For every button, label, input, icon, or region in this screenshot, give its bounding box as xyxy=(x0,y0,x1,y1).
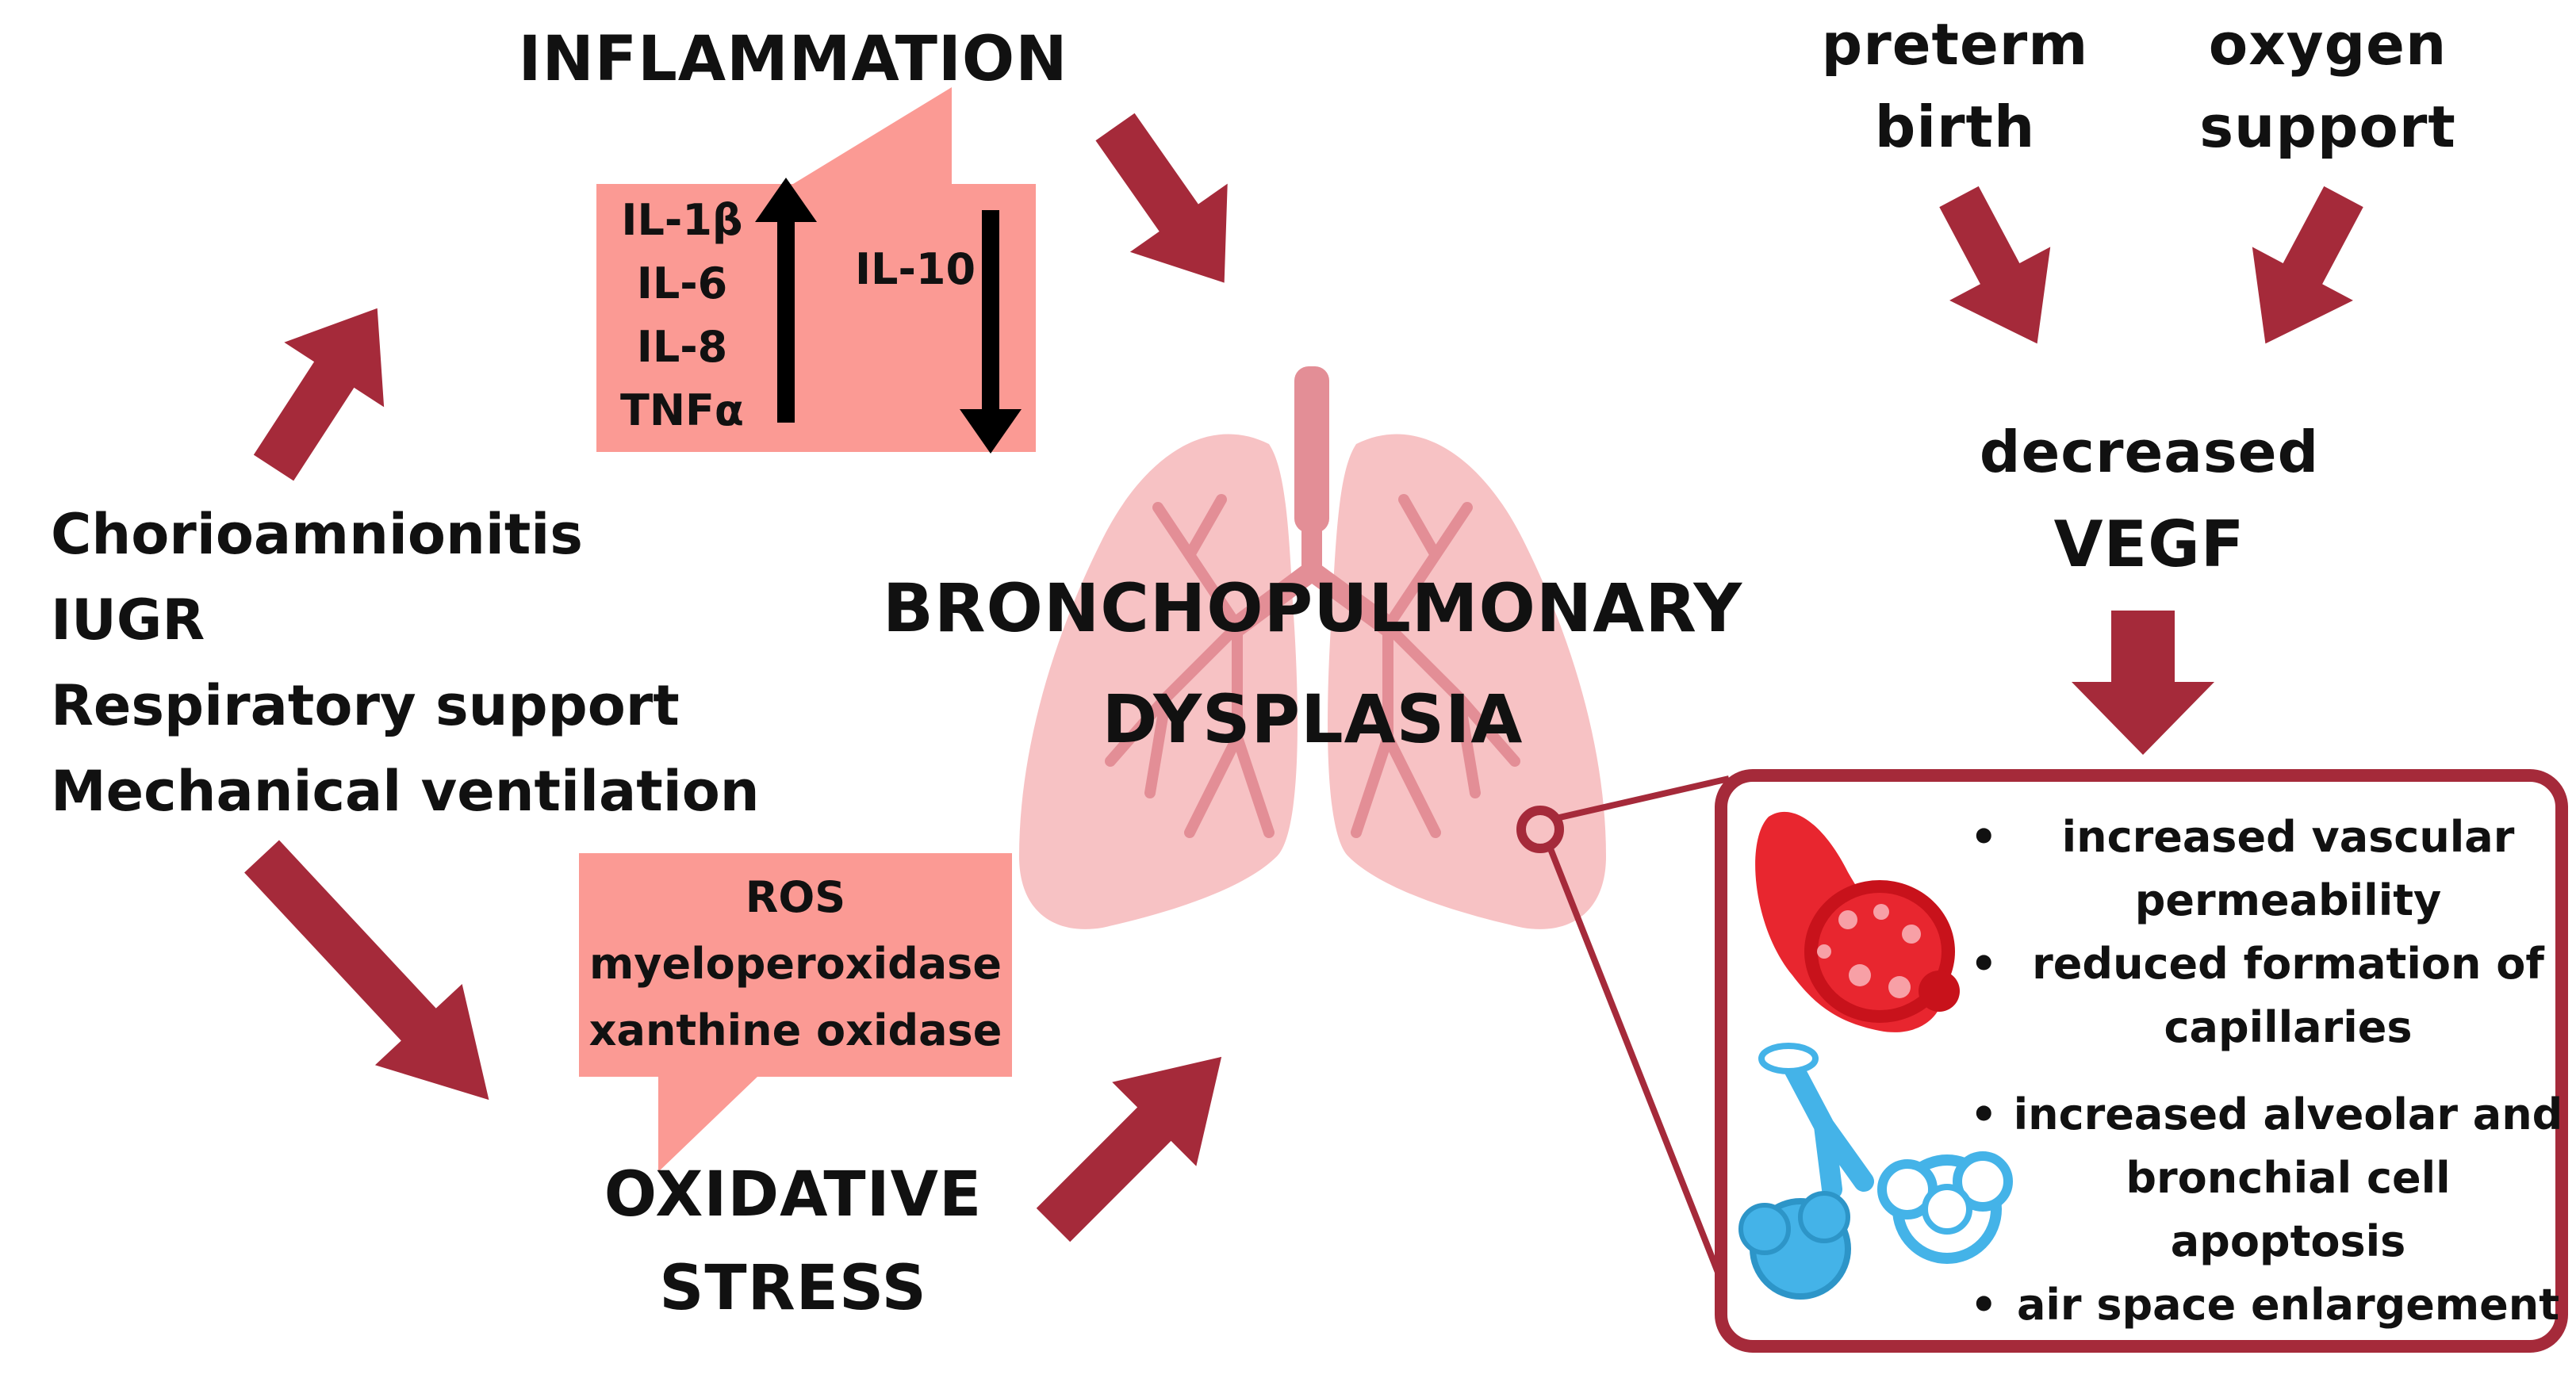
effect-capillaries-line1: reduced formation of xyxy=(2032,939,2544,989)
effect-vascular-permeability-line1: increased vascular xyxy=(2061,812,2515,862)
marker-il1b: IL-1β xyxy=(621,195,743,245)
cause-mechanical-ventilation: Mechanical ventilation xyxy=(51,759,760,824)
bullet-3: • xyxy=(1970,1089,1998,1139)
cause-respiratory-support: Respiratory support xyxy=(51,673,680,738)
blood-vessel-icon xyxy=(1755,811,1960,1032)
lungs-illustration xyxy=(1019,366,1606,929)
arrow-vegf-to-effects xyxy=(2072,611,2214,755)
trachea xyxy=(1294,366,1329,533)
marker-il6: IL-6 xyxy=(636,258,728,308)
effect-apoptosis-line2: bronchial cell xyxy=(2126,1153,2451,1203)
vegf-label: VEGF xyxy=(2053,507,2245,581)
arrow-oxidative-to-bpd xyxy=(1036,1056,1222,1242)
arrow-causes-to-oxidative xyxy=(244,840,489,1101)
bronchial-tree xyxy=(1105,494,1520,838)
effect-airspace-enlargement: air space enlargement xyxy=(2016,1280,2560,1330)
effect-capillaries-line2: capillaries xyxy=(2164,1002,2413,1052)
bpd-title-line2: DYSPLASIA xyxy=(1102,680,1524,758)
oxidative-box xyxy=(579,853,1012,1172)
bpd-title-line1: BRONCHOPULMONARY xyxy=(882,569,1743,647)
oxidative-title-line1: OXIDATIVE xyxy=(604,1159,983,1231)
down-arrow-icon xyxy=(960,210,1022,454)
marker-tnfa: TNFα xyxy=(619,385,745,435)
marker-ros: ROS xyxy=(745,872,846,922)
marker-il8: IL-8 xyxy=(636,322,728,372)
decreased-label: decreased xyxy=(1979,419,2320,485)
effect-vascular-permeability-line2: permeability xyxy=(2134,875,2442,925)
effect-apoptosis-line3: apoptosis xyxy=(2170,1216,2406,1266)
right-lung xyxy=(1328,434,1606,929)
inflammation-title: INFLAMMATION xyxy=(518,24,1068,95)
cause-chorioamnionitis: Chorioamnionitis xyxy=(51,502,583,567)
zoom-circle xyxy=(1516,806,1564,853)
arrow-causes-to-inflammation xyxy=(253,308,385,481)
bullet-2: • xyxy=(1970,939,1998,989)
flow-arrows xyxy=(244,113,2363,1242)
effect-apoptosis-line1: increased alveolar and xyxy=(2013,1089,2563,1139)
oxidative-title-line2: STRESS xyxy=(659,1253,927,1324)
arrow-inflammation-to-bpd xyxy=(1095,113,1228,283)
cause-iugr: IUGR xyxy=(51,588,205,653)
arrow-preterm-to-vegf xyxy=(1939,186,2051,344)
arrow-oxygen-to-vegf xyxy=(2252,186,2363,344)
inflammation-box xyxy=(596,87,1036,452)
left-lung xyxy=(1019,434,1298,929)
marker-myeloperoxidase: myeloperoxidase xyxy=(589,939,1002,989)
up-arrow-icon xyxy=(755,178,817,423)
alveoli-icon xyxy=(1738,1043,2013,1300)
bullet-4: • xyxy=(1970,1280,1998,1330)
bullet-1: • xyxy=(1970,812,1998,862)
marker-il10: IL-10 xyxy=(854,244,976,294)
marker-xanthine-oxidase: xanthine oxidase xyxy=(588,1005,1002,1055)
